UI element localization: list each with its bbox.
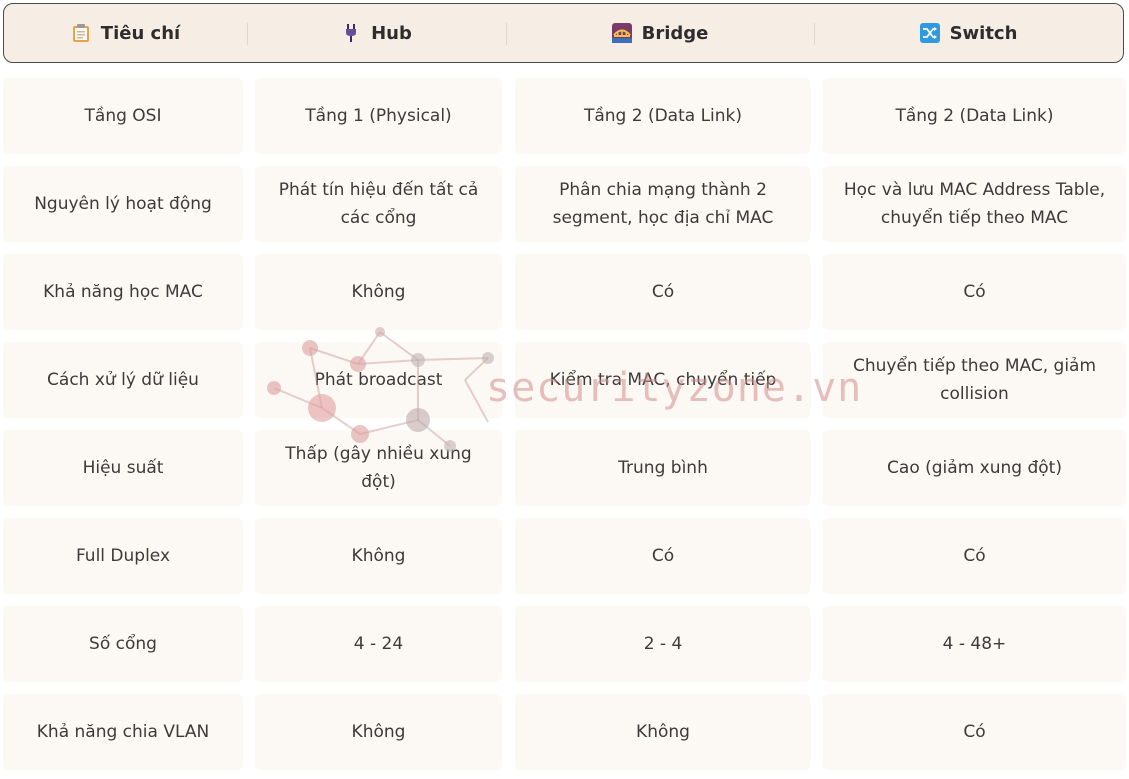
table-cell-criterion: Tầng OSI bbox=[3, 78, 243, 154]
header-bridge: Bridge bbox=[506, 4, 814, 62]
header-hub: Hub bbox=[247, 4, 506, 62]
table-cell-criterion: Số cổng bbox=[3, 606, 243, 682]
header-label: Hub bbox=[371, 22, 412, 44]
table-cell-bridge: Phân chia mạng thành 2 segment, học địa … bbox=[515, 166, 811, 242]
table-cell-hub: Thấp (gây nhiều xung đột) bbox=[255, 430, 502, 506]
table-cell-criterion: Nguyên lý hoạt động bbox=[3, 166, 243, 242]
table-cell-bridge: Tầng 2 (Data Link) bbox=[515, 78, 811, 154]
header-label: Bridge bbox=[641, 22, 709, 44]
table-cell-hub: Phát tín hiệu đến tất cả các cổng bbox=[255, 166, 502, 242]
shuffle-icon bbox=[919, 23, 940, 43]
table-cell-switch: Học và lưu MAC Address Table, chuyển tiế… bbox=[823, 166, 1126, 242]
table-cell-hub: Phát broadcast bbox=[255, 342, 502, 418]
table-cell-hub: Không bbox=[255, 518, 502, 594]
table-cell-criterion: Khả năng học MAC bbox=[3, 254, 243, 330]
table-cell-bridge: 2 - 4 bbox=[515, 606, 811, 682]
table-cell-switch: 4 - 48+ bbox=[823, 606, 1126, 682]
header-divider bbox=[814, 23, 815, 45]
header-criteria: Tiêu chí bbox=[4, 4, 247, 62]
table-cell-bridge: Trung bình bbox=[515, 430, 811, 506]
header-switch: Switch bbox=[814, 4, 1123, 62]
table-cell-bridge: Có bbox=[515, 254, 811, 330]
table-cell-switch: Tầng 2 (Data Link) bbox=[823, 78, 1126, 154]
header-label: Tiêu chí bbox=[100, 22, 181, 44]
table-cell-hub: Tầng 1 (Physical) bbox=[255, 78, 502, 154]
table-cell-hub: 4 - 24 bbox=[255, 606, 502, 682]
table-cell-hub: Không bbox=[255, 254, 502, 330]
table-cell-bridge: Kiểm tra MAC, chuyển tiếp bbox=[515, 342, 811, 418]
clipboard-icon bbox=[71, 23, 91, 43]
bridge-icon bbox=[611, 23, 632, 43]
table-cell-switch: Có bbox=[823, 694, 1126, 770]
table-cell-bridge: Không bbox=[515, 694, 811, 770]
table-cell-criterion: Khả năng chia VLAN bbox=[3, 694, 243, 770]
table-cell-switch: Có bbox=[823, 518, 1126, 594]
table-cell-switch: Có bbox=[823, 254, 1126, 330]
table-cell-bridge: Có bbox=[515, 518, 811, 594]
table-cell-criterion: Cách xử lý dữ liệu bbox=[3, 342, 243, 418]
table-cell-switch: Chuyển tiếp theo MAC, giảm collision bbox=[823, 342, 1126, 418]
table-cell-hub: Không bbox=[255, 694, 502, 770]
table-cell-criterion: Hiệu suất bbox=[3, 430, 243, 506]
plug-icon bbox=[341, 23, 361, 43]
table-cell-criterion: Full Duplex bbox=[3, 518, 243, 594]
table-cell-switch: Cao (giảm xung đột) bbox=[823, 430, 1126, 506]
comparison-table-header: Tiêu chí Hub Bridge bbox=[3, 3, 1124, 63]
header-divider bbox=[247, 23, 248, 45]
header-label: Switch bbox=[949, 22, 1018, 44]
header-divider bbox=[506, 23, 507, 45]
